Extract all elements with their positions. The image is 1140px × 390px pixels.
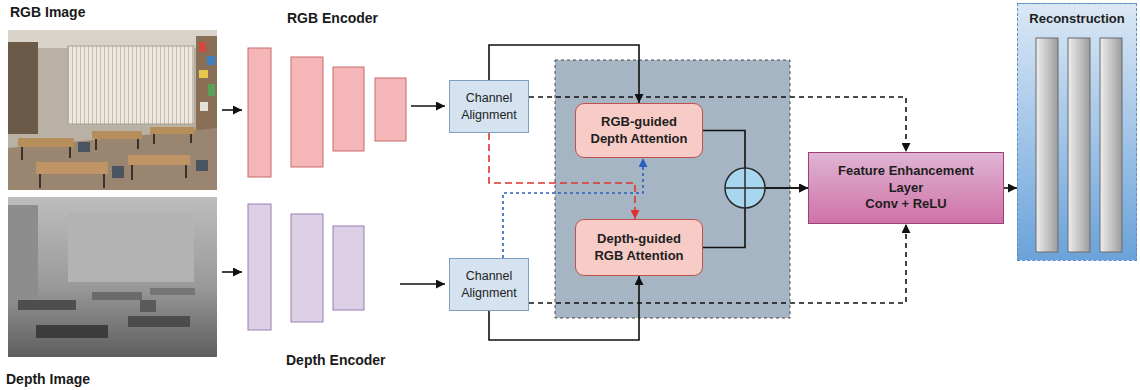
rgb-photo (8, 30, 217, 48)
depth-photo (36, 325, 108, 338)
alignment-box: Channel Alignment (449, 258, 529, 311)
rgb-photo (208, 84, 215, 96)
depth-photo (128, 316, 190, 327)
depth-encoder-layers (248, 204, 271, 330)
rgb-photo (196, 160, 208, 171)
node-text: Reconstruction (1029, 11, 1124, 26)
depth-photo (140, 300, 156, 312)
rgb-photo (8, 42, 38, 134)
rgb-encoder-layers (375, 78, 406, 141)
rgb-photo (8, 128, 217, 190)
rgb-photo (103, 174, 105, 188)
rgb-photo (36, 162, 108, 174)
rgb-photo (150, 127, 195, 134)
flow-arrow (400, 283, 445, 285)
rgb-photo (69, 147, 71, 158)
depth-photo (8, 197, 217, 357)
connector-arrow (1004, 187, 1017, 189)
depth-photo (8, 205, 38, 305)
rgb-photo (131, 165, 133, 180)
rgb-photo (207, 56, 215, 65)
depth-encoder-layers (291, 214, 323, 322)
connector-layer (489, 45, 1017, 340)
rgb-encoder-layers (248, 48, 406, 177)
fusion-region (555, 60, 790, 318)
sum-symbol (744, 168, 746, 208)
flow-arrow (222, 106, 445, 284)
rgb-encoder-layers (291, 57, 323, 167)
flow-arrow (222, 109, 242, 111)
panel-label: RGB Encoder (287, 10, 378, 26)
sum-symbol (725, 168, 765, 208)
rgb-photo (18, 138, 74, 147)
rgb-photo (21, 147, 23, 160)
panel-label: Depth Encoder (286, 352, 386, 368)
rgb-photo (39, 174, 41, 188)
rgb-photo (78, 142, 90, 152)
rgb-photo (112, 166, 124, 178)
rgb-photo (68, 46, 194, 124)
node-text: RGB-guided Depth Attention (582, 114, 696, 148)
depth-photo (18, 300, 76, 310)
rgb-encoder-layers (333, 67, 364, 151)
rgb-photo (137, 139, 139, 149)
panel-label: RGB Image (10, 4, 85, 20)
depth-encoder-layers (333, 226, 364, 310)
node-text: Feature Enhancement Layer (826, 163, 986, 197)
rgb-photo (200, 102, 208, 111)
depth-photo (68, 212, 194, 282)
reconstruction-block: Reconstruction (1017, 3, 1137, 261)
flow-arrow (222, 271, 242, 273)
depth-photo (150, 288, 195, 295)
rgb-photo (153, 134, 155, 144)
node-text: Depth-guided RGB Attention (582, 231, 696, 265)
sum-symbol (725, 168, 765, 208)
rgb-photo (95, 139, 97, 150)
rgb-photo (22, 134, 191, 188)
depth-photo (8, 197, 217, 357)
rgb-photo (8, 30, 217, 190)
rgb-photo (92, 131, 142, 139)
rgb-photo (185, 165, 187, 178)
rgb-photo (68, 46, 194, 124)
panel-label: Depth Image (6, 371, 90, 387)
depth-photo (92, 292, 142, 300)
alignment-box: Channel Alignment (449, 80, 529, 133)
node-text: Channel Alignment (454, 90, 524, 123)
attention-box: RGB-guided Depth Attention (575, 103, 703, 158)
depth-encoder-layers (248, 204, 364, 330)
node-text: Conv + ReLU (865, 196, 946, 213)
enhancement-box: Feature Enhancement LayerConv + ReLU (808, 152, 1004, 224)
rgb-photo (199, 42, 206, 52)
rgb-photo (8, 30, 217, 190)
rgb-photo (190, 134, 192, 143)
attention-box: Depth-guided RGB Attention (575, 219, 703, 276)
flow-arrow (411, 105, 445, 107)
node-text: Channel Alignment (454, 268, 524, 301)
rgb-encoder-layers (248, 48, 271, 177)
rgb-photo (199, 70, 208, 78)
rgb-photo (128, 155, 190, 165)
